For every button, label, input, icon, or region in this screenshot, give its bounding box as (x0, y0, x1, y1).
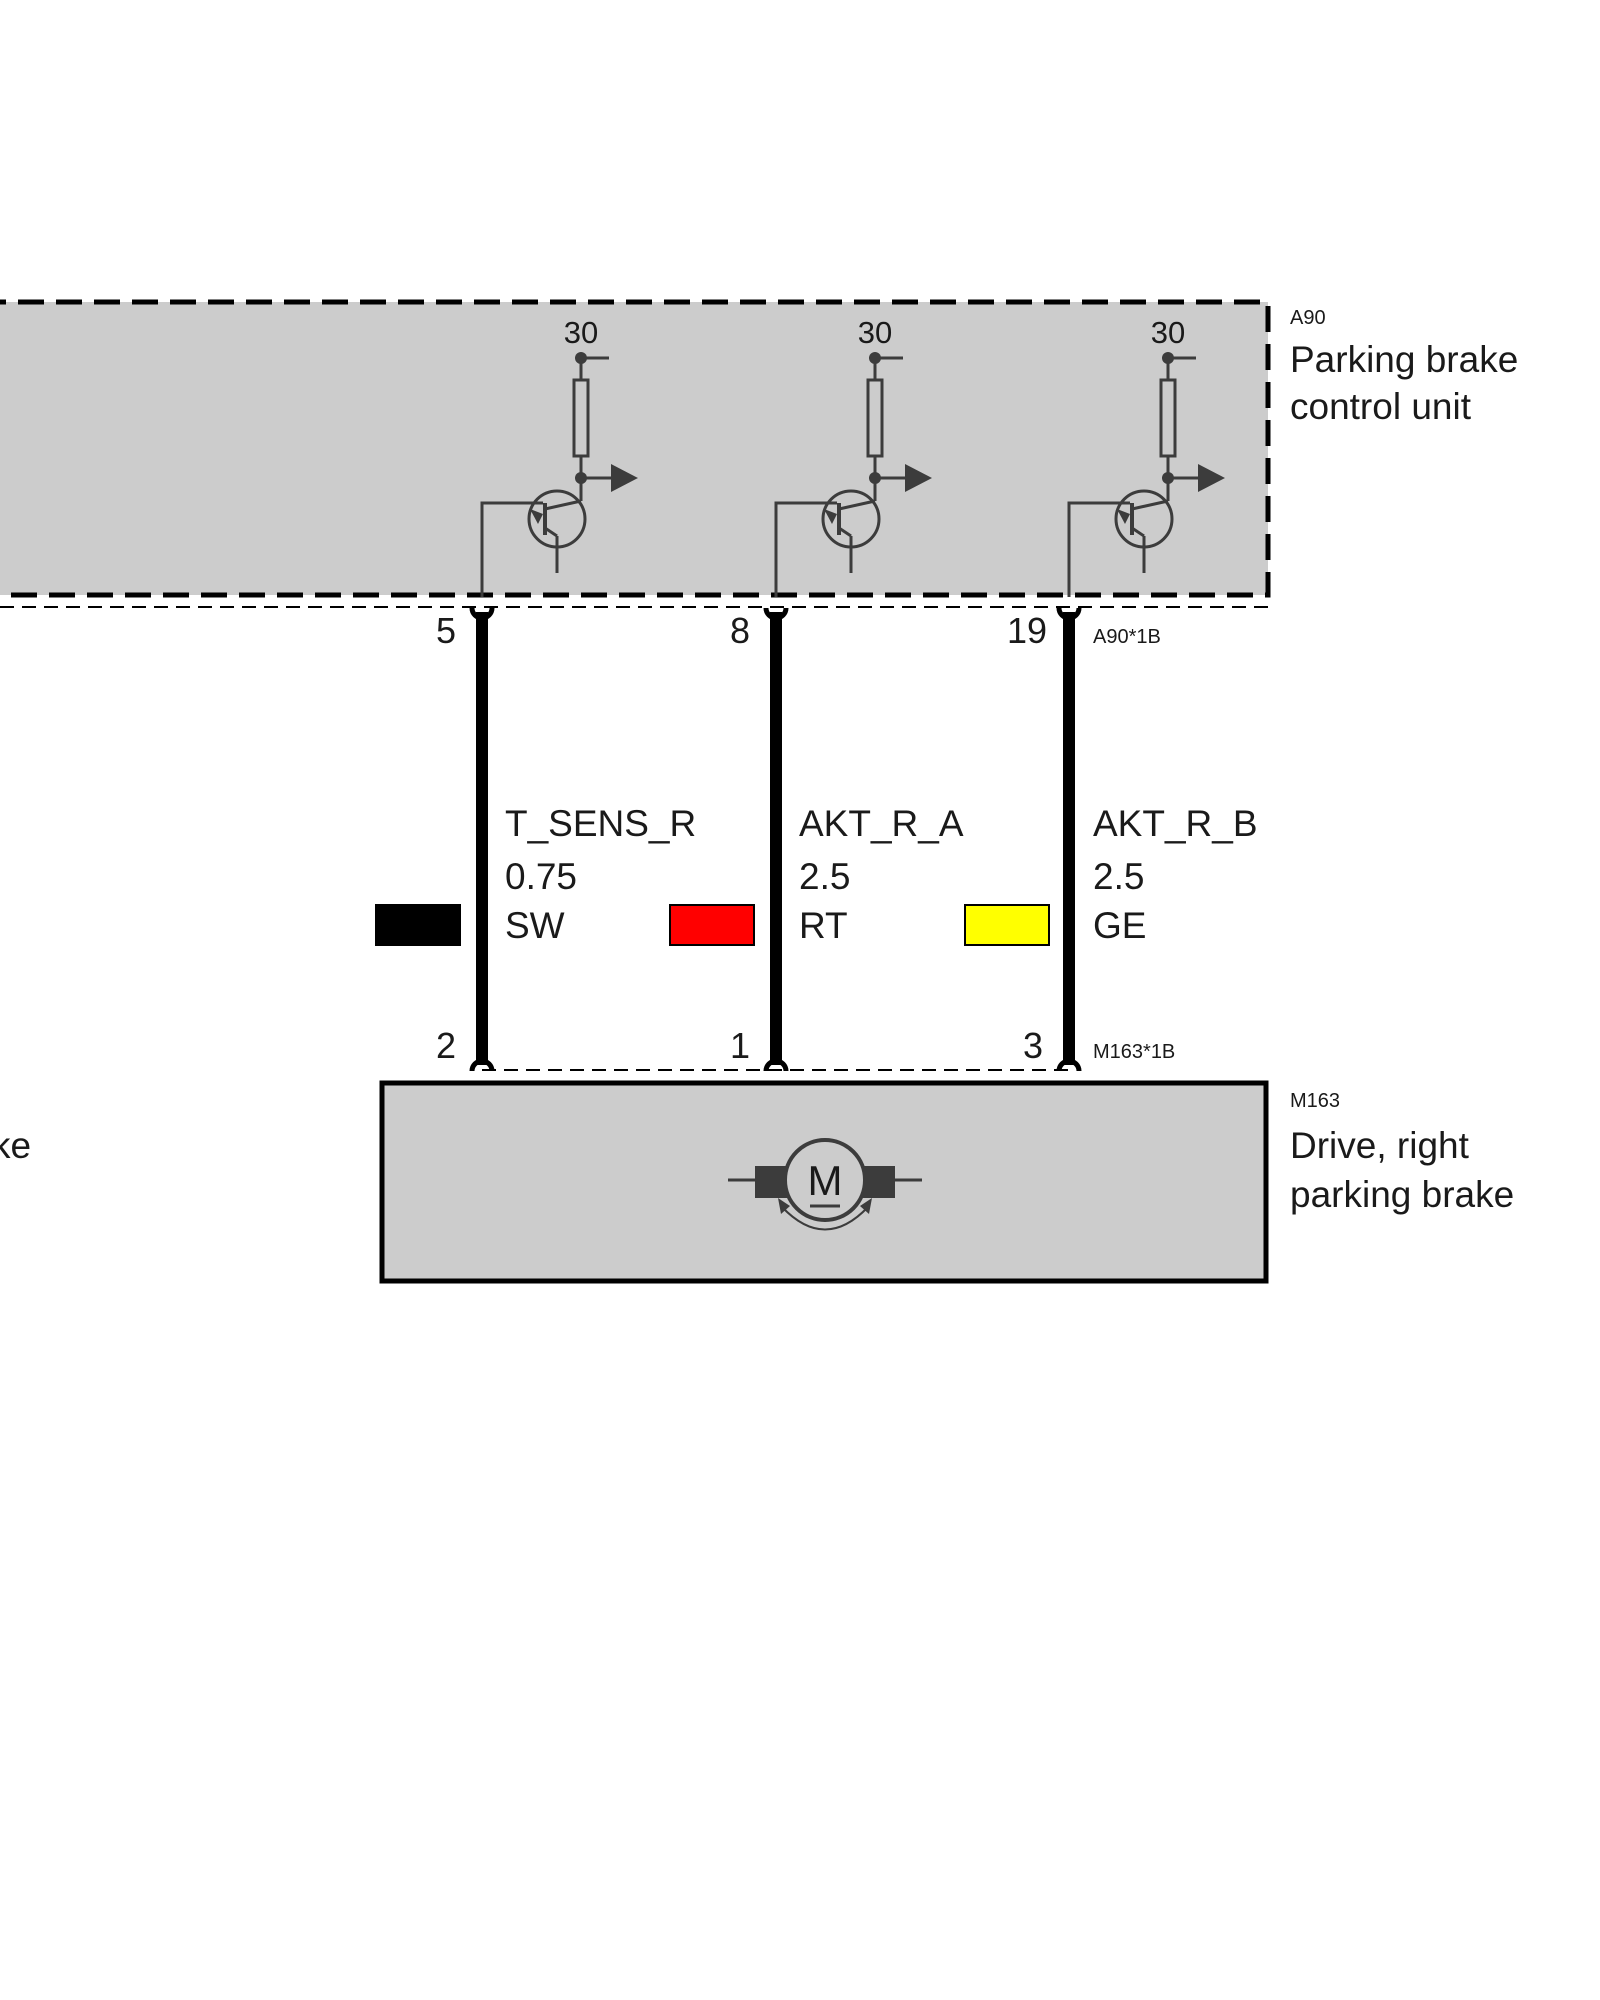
drive-name-line2: parking brake (1290, 1174, 1514, 1215)
wire-color-swatch-yellow (964, 904, 1050, 946)
wire-akt-r-a: 8 1 AKT_R_A 2.5 RT (669, 607, 964, 1072)
supply-label-2: 30 (858, 315, 892, 350)
wire-color-swatch-black (375, 904, 461, 946)
control-unit-id: A90 (1290, 307, 1326, 329)
motor-icon: M (728, 1138, 922, 1231)
wire-color-code: GE (1093, 905, 1146, 946)
pin-bottom-label: 3 (1023, 1025, 1043, 1066)
wire-signal-name: AKT_R_B (1093, 803, 1258, 844)
drive-m163: M M163 Drive, right parking brake M163*1… (379, 1041, 1514, 1284)
connector-a90-label: A90*1B (1093, 626, 1161, 648)
control-unit-name-line2: control unit (1290, 386, 1472, 427)
wire-color-swatch-red (669, 904, 755, 946)
drive-name-line1: Drive, right (1290, 1125, 1470, 1166)
wire-color-code: SW (505, 905, 565, 946)
pin-top-label: 8 (730, 610, 750, 651)
wire-cross-section: 0.75 (505, 856, 577, 897)
pin-bottom-label: 2 (436, 1025, 456, 1066)
wire-color-code: RT (799, 905, 848, 946)
wire-signal-name: T_SENS_R (505, 803, 696, 844)
wire-signal-name: AKT_R_A (799, 803, 964, 844)
wire-cross-section: 2.5 (799, 856, 850, 897)
supply-label-1: 30 (564, 315, 598, 350)
control-unit-name-line1: Parking brake (1290, 339, 1518, 380)
pin-top-label: 5 (436, 610, 456, 651)
supply-label-3: 30 (1151, 315, 1185, 350)
control-unit-a90: 30 30 30 A90 Parking brake control unit … (0, 299, 1518, 648)
connector-m163-label: M163*1B (1093, 1041, 1175, 1063)
control-unit-housing (0, 299, 1271, 598)
wire-cross-section: 2.5 (1093, 856, 1144, 897)
wire-t-sens-r: 5 2 T_SENS_R 0.75 SW (375, 607, 696, 1072)
wire-akt-r-b: 19 3 AKT_R_B 2.5 GE (964, 607, 1258, 1072)
motor-symbol: M (808, 1157, 843, 1204)
pin-bottom-label: 1 (730, 1025, 750, 1066)
drive-id: M163 (1290, 1090, 1340, 1112)
pin-top-label: 19 (1007, 610, 1047, 651)
cut-off-label: ke (0, 1125, 31, 1166)
